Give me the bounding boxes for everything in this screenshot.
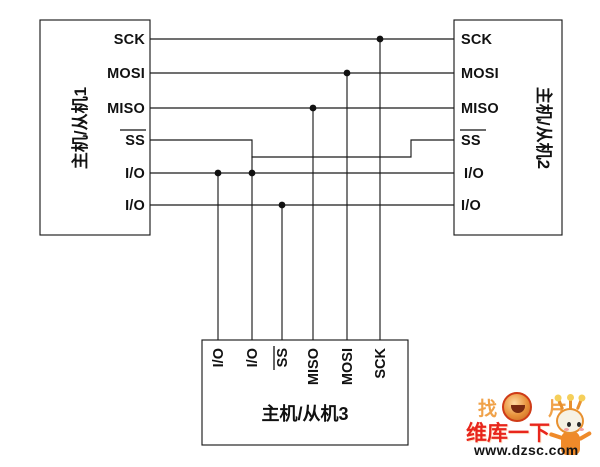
net-sck	[149, 35, 455, 341]
block1-pin-miso: MISO	[107, 101, 145, 117]
block2-label: 主机/从机2	[534, 87, 554, 169]
block1-pin-ss: SS	[125, 133, 145, 149]
junction-dot	[214, 169, 222, 177]
block3-pin-io-2: I/O	[245, 348, 261, 367]
block2-pin-io-1: I/O	[464, 166, 484, 182]
block1-label: 主机/从机1	[70, 87, 90, 169]
block3-pin-io-1: I/O	[211, 348, 227, 367]
junction-dot	[248, 169, 256, 177]
block2-pin-mosi: MOSI	[461, 66, 499, 82]
block1-pin-mosi: MOSI	[107, 66, 145, 82]
block1-pin-sck: SCK	[114, 32, 146, 48]
net-miso	[149, 104, 455, 341]
block1-outline	[39, 19, 151, 236]
block3-label: 主机/从机3	[261, 403, 348, 424]
junction-dot	[309, 104, 317, 112]
block1-pin-io-2: I/O	[125, 198, 145, 214]
block3-pin-mosi: MOSI	[340, 348, 356, 385]
block2-pin-io-2: I/O	[461, 198, 481, 214]
net-mosi	[149, 69, 455, 341]
junction-dot	[376, 35, 384, 43]
block2-pin-sck: SCK	[461, 32, 493, 48]
block2-outline	[453, 19, 563, 236]
block2-pin-ss: SS	[461, 133, 481, 149]
block-master-slave-3[interactable]: I/O I/O SS MISO MOSI SCK 主机/从机3	[201, 339, 409, 446]
block3-pin-miso: MISO	[306, 348, 322, 385]
block-master-slave-1[interactable]: 主机/从机1 SCK MOSI MISO SS I/O I/O	[39, 19, 151, 236]
junction-dot	[278, 201, 286, 209]
block3-pin-ss: SS	[275, 348, 291, 368]
net-io-lower	[149, 201, 455, 341]
block3-outline	[201, 339, 409, 446]
block2-pin-miso: MISO	[461, 101, 499, 117]
net-io-upper	[149, 156, 455, 341]
junction-dot	[343, 69, 351, 77]
block1-pin-io-1: I/O	[125, 166, 145, 182]
net-ss-cross	[149, 139, 455, 158]
block-master-slave-2[interactable]: 主机/从机2 SCK MOSI MISO SS I/O I/O	[453, 19, 563, 236]
block3-pin-sck: SCK	[373, 347, 389, 378]
